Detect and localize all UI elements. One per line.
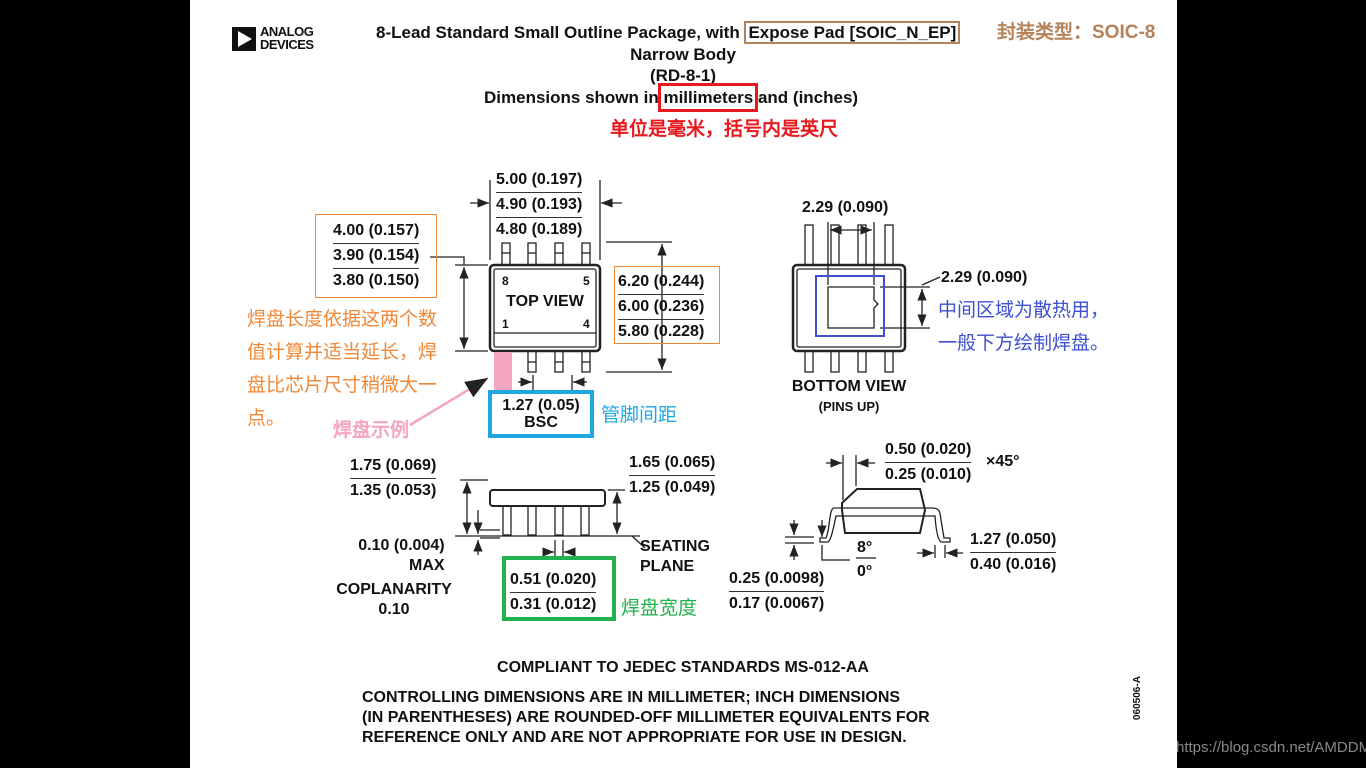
chamfer-dimension: 0.50 (0.020)0.25 (0.010): [885, 438, 972, 487]
units-box: millimeters: [658, 83, 759, 112]
units-note: 单位是毫米，括号内是英尺: [610, 119, 839, 140]
lead-angle: 8°0°: [857, 539, 873, 580]
pin-1-label: 1: [502, 317, 509, 331]
top-view-label: TOP VIEW: [506, 293, 584, 310]
pitch-box: [488, 390, 594, 438]
body-height-dimension: 1.65 (0.065)1.25 (0.049): [629, 451, 716, 500]
pin-5-label: 5: [583, 274, 590, 288]
side-view-drawing: [455, 479, 646, 557]
top-view-drawing: [430, 180, 672, 390]
pin-pitch-note: 管脚间距: [601, 405, 678, 426]
bottom-view-drawing: [791, 222, 941, 373]
title-line-4: Dimensions shown in millimeters and (inc…: [484, 83, 859, 112]
bottom-view-sublabel: (PINS UP): [818, 399, 880, 414]
title-line-1: 8-Lead Standard Small Outline Package, w…: [376, 21, 961, 44]
pin-8-label: 8: [502, 274, 509, 288]
package-name-box: Expose Pad [SOIC_N_EP]: [744, 21, 961, 44]
pad-example-shape: [494, 352, 512, 392]
title-line-2: Narrow Body: [630, 45, 736, 64]
watermark: https://blog.csdn.net/AMDDMA: [1176, 739, 1366, 756]
width-dimension-box: [315, 214, 437, 298]
standoff-dimension: 0.10 (0.004)MAX: [358, 537, 445, 574]
end-view-drawing: [785, 455, 963, 561]
pad-x-dimension: 2.29 (0.090): [802, 199, 889, 216]
chamfer-angle: ×45°: [986, 453, 1020, 470]
pad-example-note: 焊盘示例: [333, 420, 410, 441]
length-dimension: 5.00 (0.197)4.90 (0.193)4.80 (0.189): [496, 168, 583, 242]
width-dimension: 4.00 (0.157)3.90 (0.154)3.80 (0.150): [333, 219, 420, 293]
pitch-value: 1.27 (0.05): [502, 397, 580, 414]
title-line-3: (RD-8-1): [649, 66, 717, 85]
controlling-note: CONTROLLING DIMENSIONS ARE IN MILLIMETER…: [362, 689, 930, 746]
analog-devices-logo: [232, 27, 256, 51]
pad-width-note: 焊盘宽度: [621, 598, 698, 619]
bottom-view-label: BOTTOM VIEW: [791, 378, 907, 395]
datasheet-page: [190, 0, 1177, 768]
lead-thickness-dimension: 0.25 (0.0098)0.17 (0.0067): [729, 567, 825, 616]
pitch-bsc: BSC: [524, 414, 558, 431]
pad-length-note: 焊盘长度依据这两个数值计算并适当延长，焊盘比芯片尺寸稍微大一点。: [247, 309, 438, 429]
package-type-note: 封装类型：SOIC-8: [997, 22, 1156, 43]
overall-width-box: [614, 266, 720, 344]
thermal-pad-box: [815, 275, 885, 337]
lead-width-dimension: 0.51 (0.020)0.31 (0.012): [510, 568, 597, 617]
overall-width-dimension: 6.20 (0.244)6.00 (0.236)5.80 (0.228): [618, 270, 705, 344]
pin-4-label: 4: [583, 317, 590, 331]
document-id: 060506-A: [1132, 676, 1143, 720]
height-dimension: 1.75 (0.069)1.35 (0.053): [350, 454, 437, 503]
foot-length-dimension: 1.27 (0.050)0.40 (0.016): [970, 528, 1057, 577]
lead-width-box: [502, 556, 616, 621]
pad-y-dimension: 2.29 (0.090): [941, 269, 1028, 286]
thermal-note: 中间区域为散热用，一般下方绘制焊盘。: [938, 300, 1110, 354]
compliance-note: COMPLIANT TO JEDEC STANDARDS MS-012-AA: [497, 659, 869, 676]
